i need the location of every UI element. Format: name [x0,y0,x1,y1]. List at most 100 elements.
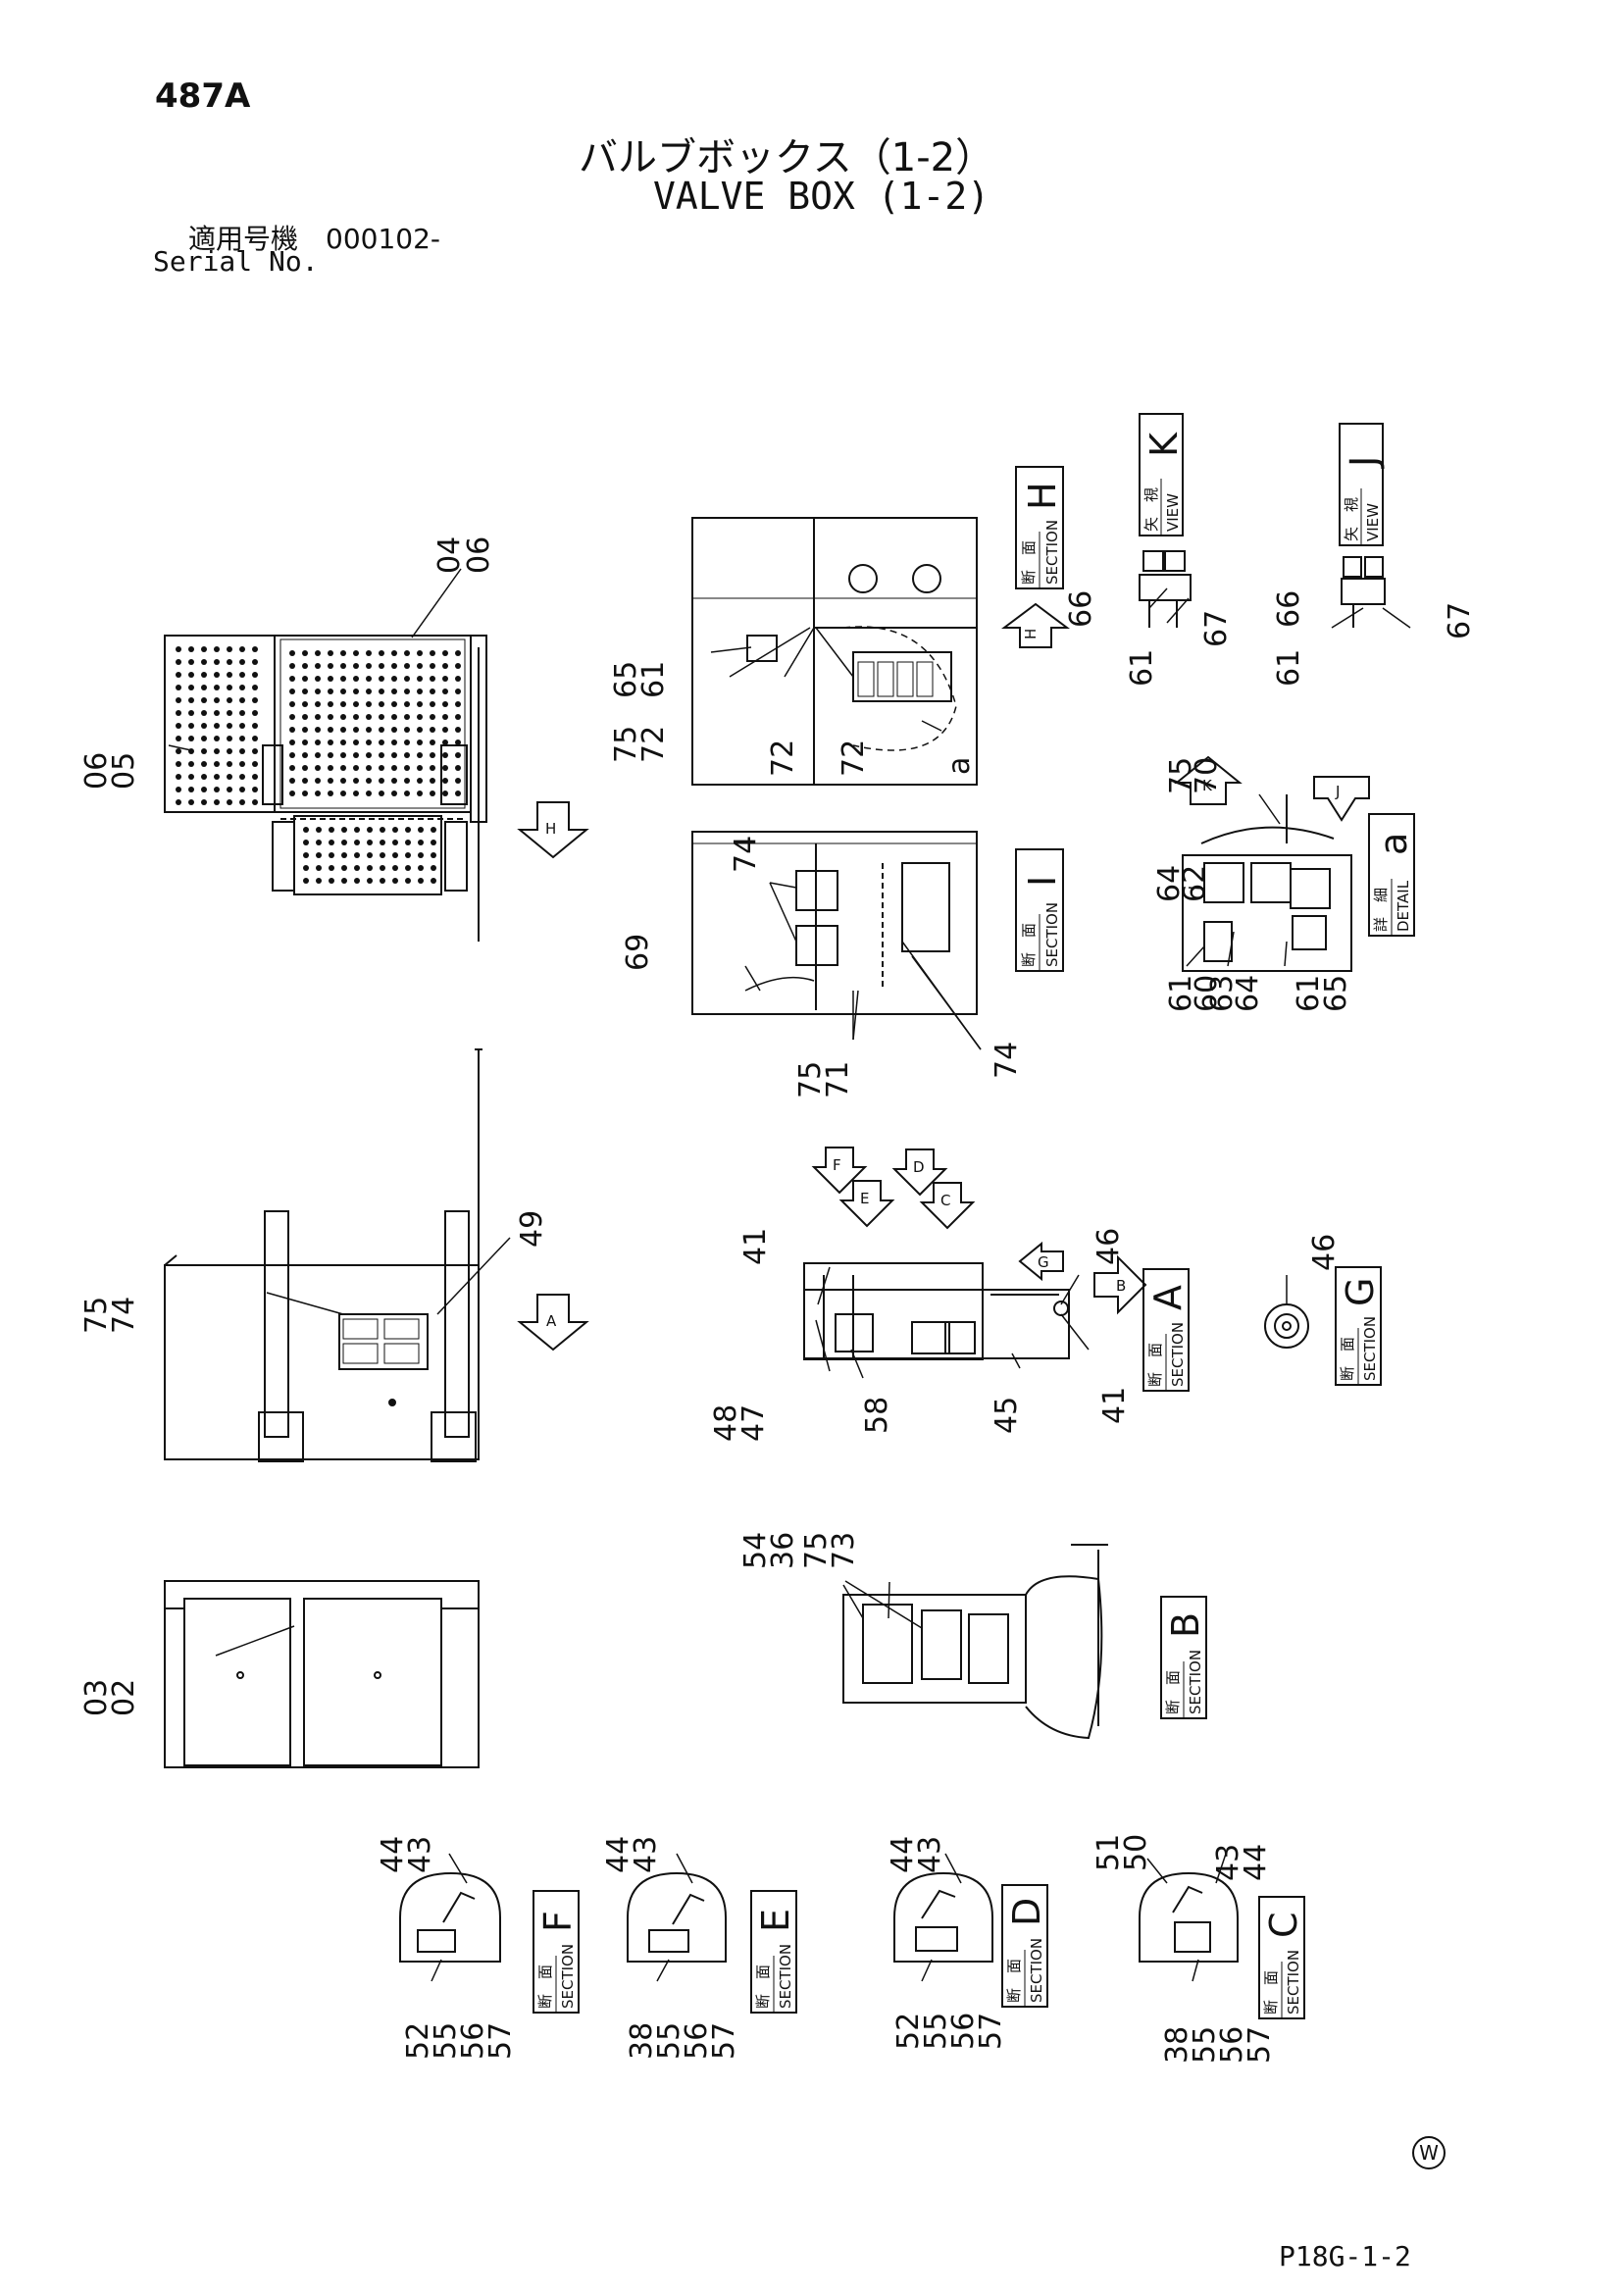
arrow-j-icon [1313,776,1370,822]
svg-text:41: 41 [1097,1387,1132,1424]
section-f-drawing [399,1871,501,1963]
svg-text:矢 視: 矢 視 [1142,487,1160,532]
svg-text:SECTION: SECTION [777,1944,794,2009]
svg-text:62: 62 [1178,865,1212,902]
svg-text:74: 74 [729,836,763,873]
view-label-k: 矢 視 VIEW K [1139,413,1186,536]
svg-text:I: I [1021,876,1064,887]
section-label-a: 断 面 SECTION A [1142,1268,1190,1392]
svg-text:52: 52 [891,2013,926,2050]
copyright-mark: W [1412,2136,1446,2169]
svg-text:DETAIL: DETAIL [1395,880,1412,932]
svg-text:断 面: 断 面 [536,1964,554,2009]
svg-text:G: G [1038,1253,1049,1271]
svg-text:B: B [1164,1612,1207,1638]
svg-text:47: 47 [736,1404,771,1442]
svg-text:69: 69 [621,934,655,971]
svg-text:VIEW: VIEW [1164,493,1182,532]
svg-text:B: B [1116,1277,1126,1295]
section-a-drawing [803,1262,1070,1360]
serial-label-english: Serial No. [153,245,319,278]
bottom-plan-view [164,1580,480,1768]
svg-text:SECTION: SECTION [1361,1316,1379,1381]
arrow-c-icon [919,1182,976,1230]
svg-text:71: 71 [821,1061,855,1098]
svg-text:45: 45 [990,1397,1024,1434]
svg-text:61: 61 [636,661,671,698]
document-code: P18G-1-2 [1279,2240,1411,2272]
svg-text:43: 43 [1211,1844,1245,1881]
svg-text:74: 74 [990,1042,1024,1079]
svg-text:F: F [833,1156,841,1174]
svg-text:C: C [940,1192,950,1209]
svg-text:51: 51 [1091,1834,1126,1871]
svg-text:K: K [1142,432,1186,457]
arrow-g-icon [1018,1241,1064,1282]
svg-text:61: 61 [1292,975,1326,1012]
svg-text:56: 56 [946,2013,981,2050]
svg-text:66: 66 [1064,590,1098,628]
section-label-c: 断 面 SECTION C [1258,1896,1305,2019]
svg-text:49: 49 [515,1210,549,1248]
svg-text:52: 52 [401,2022,435,2060]
svg-text:SECTION: SECTION [1285,1950,1302,2015]
svg-text:VIEW: VIEW [1364,503,1382,541]
svg-text:55: 55 [919,2013,953,2050]
svg-text:断 面: 断 面 [1020,923,1038,967]
svg-text:56: 56 [456,2022,490,2060]
svg-text:55: 55 [429,2022,463,2060]
page-number: 487A [155,77,251,116]
perforation-dots [176,646,461,884]
section-d-drawing [893,1871,993,1963]
svg-text:57: 57 [974,2013,1008,2050]
svg-text:H: H [1022,629,1040,639]
svg-text:SECTION: SECTION [1169,1322,1187,1387]
svg-text:44: 44 [376,1836,410,1873]
section-label-g: 断 面 SECTION G [1335,1266,1382,1386]
top-view-panel [164,635,487,942]
section-arrows [517,602,1370,1352]
svg-text:72: 72 [766,740,800,777]
svg-text:65: 65 [1319,975,1353,1012]
svg-text:66: 66 [1272,590,1306,628]
detail-label-a: 詳 細 DETAIL a [1368,813,1415,937]
arrow-b-icon [1093,1254,1147,1315]
svg-text:02: 02 [107,1679,141,1716]
svg-text:矢 視: 矢 視 [1343,497,1360,541]
svg-text:断 面: 断 面 [1020,540,1038,585]
section-c-drawing [1139,1871,1239,1963]
svg-text:断 面: 断 面 [1146,1343,1164,1387]
svg-text:67: 67 [1199,610,1234,647]
section-label-f: 断 面 SECTION F [533,1890,580,2014]
section-b-drawing [842,1544,1108,1740]
svg-text:43: 43 [913,1836,947,1873]
svg-text:61: 61 [1272,649,1306,687]
svg-text:F: F [536,1911,580,1932]
svg-text:H: H [1021,482,1064,510]
svg-text:54: 54 [738,1532,773,1569]
arrow-h2-icon [517,801,589,859]
serial-label-japanese: 適用号機 000102- [188,223,440,255]
svg-text:44: 44 [1239,1844,1273,1881]
svg-text:SECTION: SECTION [1187,1650,1204,1714]
svg-text:75: 75 [799,1532,834,1569]
arrow-a-icon [517,1294,589,1352]
section-label-d: 断 面 SECTION D [1001,1884,1048,2008]
svg-text:H: H [545,820,556,838]
leader-lines [168,568,1411,1982]
side-view-body [164,1048,482,1462]
svg-text:65: 65 [609,661,643,698]
svg-text:G: G [1339,1278,1382,1306]
svg-text:50: 50 [1119,1834,1153,1871]
svg-text:55: 55 [1188,2026,1222,2064]
arrow-h-icon [1001,602,1070,648]
svg-text:a: a [1372,833,1415,855]
svg-text:46: 46 [1307,1234,1342,1271]
view-k-drawing [1139,550,1192,628]
svg-text:断 面: 断 面 [1164,1670,1182,1714]
svg-text:57: 57 [1243,2026,1277,2064]
section-h-drawing [691,517,978,786]
svg-text:断 面: 断 面 [1005,1959,1023,2003]
svg-text:06: 06 [79,752,114,790]
